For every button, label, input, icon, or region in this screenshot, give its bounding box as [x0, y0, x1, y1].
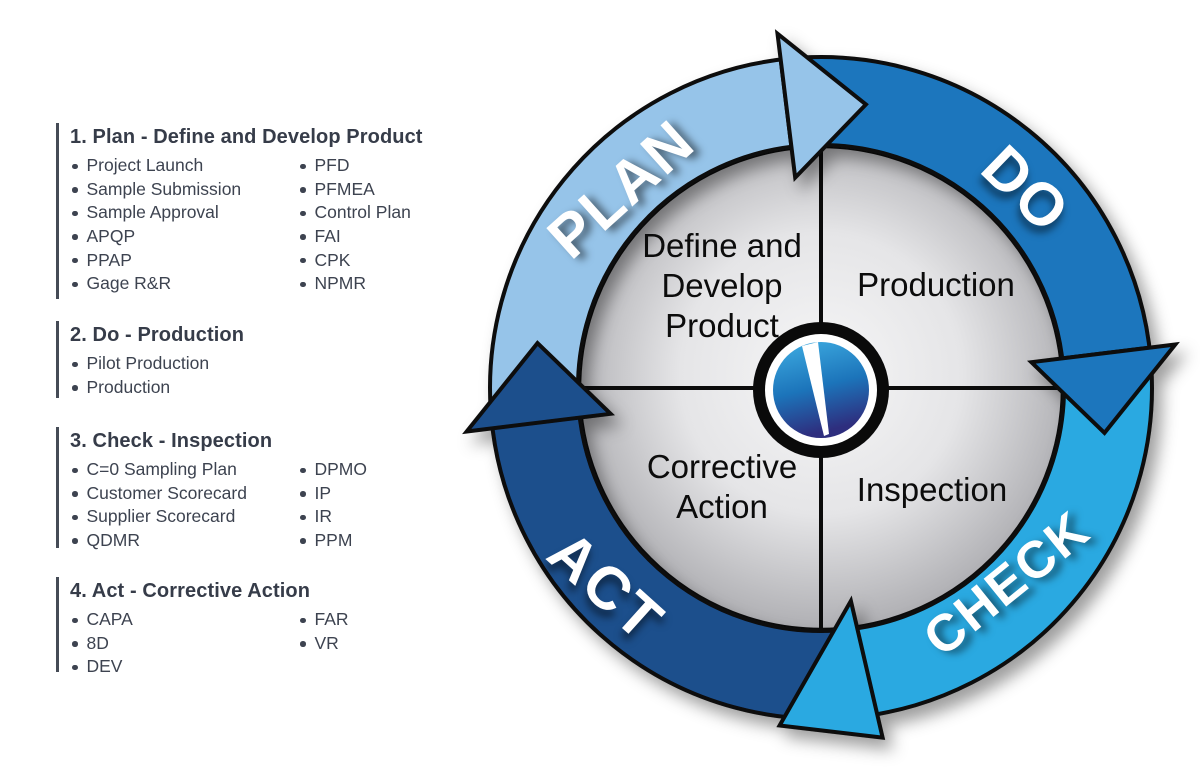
- act-column-2: FAR VR: [298, 608, 349, 655]
- list-item: Production: [70, 376, 448, 400]
- bullet-icon: [72, 210, 78, 217]
- bullet-icon: [72, 467, 78, 474]
- bullet-icon: [300, 210, 306, 217]
- bullet-icon: [72, 664, 78, 671]
- bullet-icon: [300, 163, 306, 170]
- bullet-icon: [72, 617, 78, 624]
- list-item: PFD: [298, 154, 411, 178]
- list-item: APQP: [70, 225, 448, 249]
- list-item: NPMR: [298, 272, 411, 296]
- list-item: IR: [298, 505, 367, 529]
- section-heading-check: 3. Check - Inspection: [70, 430, 273, 452]
- section-heading-plan: 1. Plan - Define and Develop Product: [70, 126, 423, 148]
- list-item: Customer Scorecard: [70, 482, 448, 506]
- list-item: CAPA: [70, 608, 448, 632]
- company-logo-icon: [753, 322, 889, 458]
- bullet-icon: [300, 187, 306, 193]
- list-item: VR: [298, 632, 349, 656]
- plan-column-2: PFD PFMEA Control Plan FAI CPK NPMR: [298, 154, 411, 296]
- list-item: QDMR: [70, 529, 448, 553]
- bullet-icon: [72, 163, 78, 170]
- plan-arrowhead-icon: [774, 29, 869, 183]
- list-item: 8D: [70, 632, 448, 656]
- list-item: Control Plan: [298, 201, 411, 225]
- bullet-icon: [300, 467, 306, 474]
- bullet-icon: [72, 257, 78, 264]
- list-item: Gage R&R: [70, 272, 448, 296]
- bullet-icon: [72, 385, 78, 391]
- legend-section-act: 4. Act - Corrective Action CAPA 8D DEV F…: [56, 577, 448, 676]
- list-item: IP: [298, 482, 367, 506]
- list-item: PPM: [298, 529, 367, 553]
- list-item: Pilot Production: [70, 352, 448, 376]
- quadrant-label-corrective-action: Corrective Action: [646, 448, 798, 525]
- quadrant-label-define-develop: Define and Develop Product: [642, 227, 802, 344]
- bullet-icon: [72, 514, 78, 521]
- do-arrowhead-icon: [1026, 341, 1180, 436]
- list-item: Project Launch: [70, 154, 448, 178]
- list-item: Sample Approval: [70, 201, 448, 225]
- legend-section-plan: 1. Plan - Define and Develop Product Pro…: [56, 123, 448, 299]
- bullet-icon: [72, 491, 78, 497]
- bullet-icon: [72, 361, 78, 368]
- section-heading-do: 2. Do - Production: [70, 324, 245, 346]
- bullet-icon: [300, 538, 306, 544]
- act-arrowhead-icon: [462, 340, 616, 435]
- list-item: FAR: [298, 608, 349, 632]
- list-item: PFMEA: [298, 178, 411, 202]
- check-column-1: C=0 Sampling Plan Customer Scorecard Sup…: [70, 458, 448, 552]
- bullet-icon: [300, 641, 306, 647]
- bullet-icon: [72, 538, 78, 544]
- bullet-icon: [300, 257, 306, 264]
- quadrant-label-production: Production: [857, 266, 1015, 303]
- act-column-1: CAPA 8D DEV: [70, 608, 448, 679]
- list-item: DEV: [70, 655, 448, 679]
- list-item: DPMO: [298, 458, 367, 482]
- bullet-icon: [72, 187, 78, 193]
- check-column-2: DPMO IP IR PPM: [298, 458, 367, 552]
- plan-column-1: Project Launch Sample Submission Sample …: [70, 154, 448, 296]
- list-item: PPAP: [70, 248, 448, 272]
- do-column-1: Pilot Production Production: [70, 352, 448, 399]
- check-arrowhead-icon: [776, 595, 886, 740]
- bullet-icon: [72, 641, 78, 647]
- legend-section-do: 2. Do - Production Pilot Production Prod…: [56, 321, 448, 398]
- list-item: FAI: [298, 225, 411, 249]
- bullet-icon: [300, 234, 306, 240]
- list-item: CPK: [298, 248, 411, 272]
- bullet-icon: [300, 491, 306, 497]
- bullet-icon: [300, 281, 306, 288]
- bullet-icon: [72, 281, 78, 288]
- section-heading-act: 4. Act - Corrective Action: [70, 580, 311, 602]
- bullet-icon: [300, 514, 306, 521]
- legend-section-check: 3. Check - Inspection C=0 Sampling Plan …: [56, 427, 448, 550]
- list-item: Supplier Scorecard: [70, 505, 448, 529]
- bullet-icon: [72, 234, 78, 240]
- list-item: C=0 Sampling Plan: [70, 458, 448, 482]
- quadrant-label-inspection: Inspection: [856, 471, 1008, 508]
- bullet-icon: [300, 617, 306, 624]
- list-item: Sample Submission: [70, 178, 448, 202]
